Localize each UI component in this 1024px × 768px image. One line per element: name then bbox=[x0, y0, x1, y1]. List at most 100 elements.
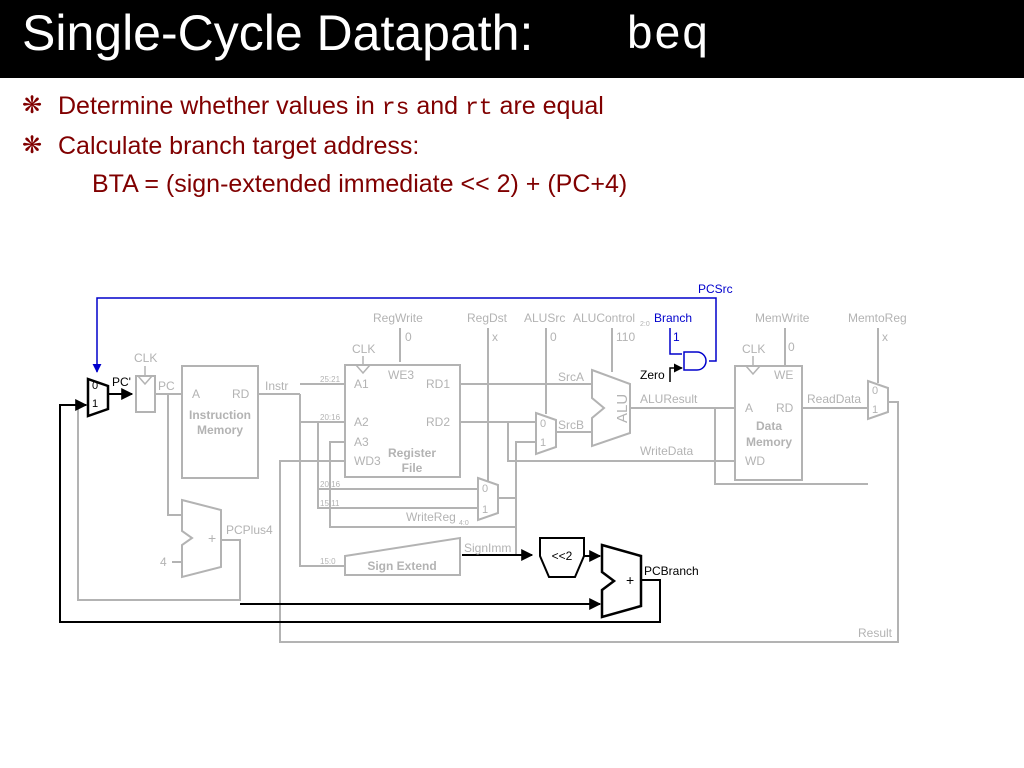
dmem-we-label: WE bbox=[774, 368, 793, 382]
rf-wd3-label: WD3 bbox=[354, 454, 381, 468]
branch-adder-plus: + bbox=[626, 572, 634, 588]
srca-label: SrcA bbox=[558, 370, 584, 384]
pcsrc-label: PCSrc bbox=[698, 282, 733, 296]
rf-rd1-label: RD1 bbox=[426, 377, 450, 391]
memtoreg-mux-1: 1 bbox=[872, 404, 878, 416]
writereg-label: WriteReg bbox=[406, 510, 456, 524]
bits-20-16: 20:16 bbox=[320, 413, 341, 422]
sign-extend-label: Sign Extend bbox=[367, 559, 436, 573]
regdst-mux-1: 1 bbox=[482, 504, 488, 516]
wire-pc-to-adder bbox=[167, 394, 182, 516]
dmem-a-label: A bbox=[745, 401, 753, 415]
bits-15-11: 15:11 bbox=[320, 499, 340, 508]
pc-label: PC bbox=[158, 379, 175, 393]
alucontrol-bits: 2:0 bbox=[640, 321, 650, 328]
instruction-memory bbox=[181, 365, 259, 479]
writereg-bits: 4:0 bbox=[459, 520, 469, 527]
dmem-title-1: Data bbox=[756, 419, 782, 433]
wire-branch bbox=[669, 328, 682, 355]
imem-title-2: Memory bbox=[197, 423, 243, 437]
bullet-2: ❋ Calculate branch target address: bbox=[22, 132, 420, 161]
wire-zero bbox=[669, 363, 683, 382]
regdst-label: RegDst bbox=[467, 311, 508, 325]
rf-rd2-label: RD2 bbox=[426, 415, 450, 429]
shift-left-2 bbox=[539, 537, 585, 578]
regdst-mux bbox=[477, 476, 499, 522]
bullet-marker: ❋ bbox=[22, 92, 43, 119]
srcb-label: SrcB bbox=[558, 418, 584, 432]
regwrite-value: 0 bbox=[405, 330, 412, 344]
wire-pcsrc bbox=[92, 297, 717, 373]
pcbranch-label: PCBranch bbox=[644, 564, 699, 578]
wire-signimm-mux bbox=[515, 441, 536, 555]
alusrc-mux-1: 1 bbox=[540, 437, 546, 449]
bullet-1-text-mid: and bbox=[409, 92, 465, 120]
rf-we3-label: WE3 bbox=[388, 368, 414, 382]
pcplus4-adder-plus: + bbox=[208, 530, 216, 546]
alu-label: ALU bbox=[614, 394, 631, 423]
alucontrol-value: 110 bbox=[616, 330, 635, 344]
wire-pcbranch bbox=[59, 399, 661, 623]
writedata-label: WriteData bbox=[640, 444, 693, 458]
wire-alures-mux bbox=[714, 408, 868, 485]
alu bbox=[591, 368, 631, 448]
regdst-mux-0: 0 bbox=[482, 483, 488, 495]
pcsrc-mux bbox=[86, 377, 110, 418]
sign-extend-unit bbox=[344, 536, 461, 576]
instr-label: Instr bbox=[265, 379, 288, 393]
wire-15-11-mux bbox=[317, 489, 478, 509]
memtoreg-mux bbox=[867, 379, 889, 421]
rf-a1-label: A1 bbox=[354, 377, 369, 391]
register-file bbox=[344, 364, 461, 478]
pcmux-input-1: 1 bbox=[92, 398, 98, 410]
alusrc-value: 0 bbox=[550, 330, 557, 344]
zero-label: Zero bbox=[640, 368, 665, 382]
readdata-label: ReadData bbox=[807, 392, 861, 406]
memwrite-value: 0 bbox=[788, 340, 795, 354]
alusrc-mux-0: 0 bbox=[540, 418, 546, 430]
sub-bullet-bta: BTA = (sign-extended immediate << 2) + (… bbox=[92, 170, 627, 199]
branch-value: 1 bbox=[673, 330, 680, 344]
bullet-2-text: Calculate branch target address: bbox=[58, 132, 420, 160]
rf-a3-label: A3 bbox=[354, 435, 369, 449]
pc-clk-label: CLK bbox=[134, 351, 157, 365]
pcmux-input-0: 0 bbox=[92, 380, 98, 392]
wire-wd3 bbox=[279, 401, 899, 643]
four-label: 4 bbox=[160, 555, 167, 569]
branch-and-gate bbox=[683, 351, 707, 371]
rf-clock-triangle bbox=[355, 364, 371, 375]
alusrc-label: ALUSrc bbox=[524, 311, 565, 325]
slide-title: Single-Cycle Datapath: bbox=[22, 5, 534, 61]
sub-bullet-text: BTA = (sign-extended immediate << 2) + (… bbox=[92, 170, 628, 198]
imem-rd-label: RD bbox=[232, 387, 250, 401]
alusrc-mux bbox=[535, 411, 557, 456]
inactive-wires bbox=[77, 328, 899, 643]
rf-a2-label: A2 bbox=[354, 415, 369, 429]
branch-adder bbox=[600, 543, 643, 619]
dmem-clock-triangle bbox=[745, 365, 761, 376]
datapath-diagram: 0 1 CLK PC' PC A RD Instruction Memory I… bbox=[59, 282, 907, 643]
alucontrol-label: ALUControl bbox=[573, 311, 635, 325]
regwrite-label: RegWrite bbox=[373, 311, 423, 325]
rf-title-2: File bbox=[402, 461, 423, 475]
pcplus4-adder bbox=[181, 498, 222, 579]
rf-clk-label: CLK bbox=[352, 342, 375, 356]
pc-clock-triangle bbox=[137, 375, 153, 386]
imem-a-label: A bbox=[192, 387, 200, 401]
bullet-1-text-post: are equal bbox=[492, 92, 604, 120]
active-wires bbox=[59, 363, 683, 623]
dmem-title-2: Memory bbox=[746, 435, 792, 449]
dmem-clk-label: CLK bbox=[742, 342, 765, 356]
memtoreg-label: MemtoReg bbox=[848, 311, 907, 325]
active-control-wires bbox=[92, 297, 717, 373]
bullet-1-code-rs: rs bbox=[381, 95, 410, 121]
dmem-rd-label: RD bbox=[776, 401, 794, 415]
shift-label: <<2 bbox=[552, 549, 573, 563]
bullet-1: ❋ Determine whether values in rs and rt … bbox=[22, 92, 604, 121]
pcplus4-label: PCPlus4 bbox=[226, 523, 273, 537]
signimm-label: SignImm bbox=[464, 541, 511, 555]
aluresult-label: ALUResult bbox=[640, 392, 698, 406]
pc-prime-label: PC' bbox=[112, 375, 131, 389]
bullet-1-code-rt: rt bbox=[465, 95, 493, 121]
rf-title-1: Register bbox=[388, 446, 436, 460]
